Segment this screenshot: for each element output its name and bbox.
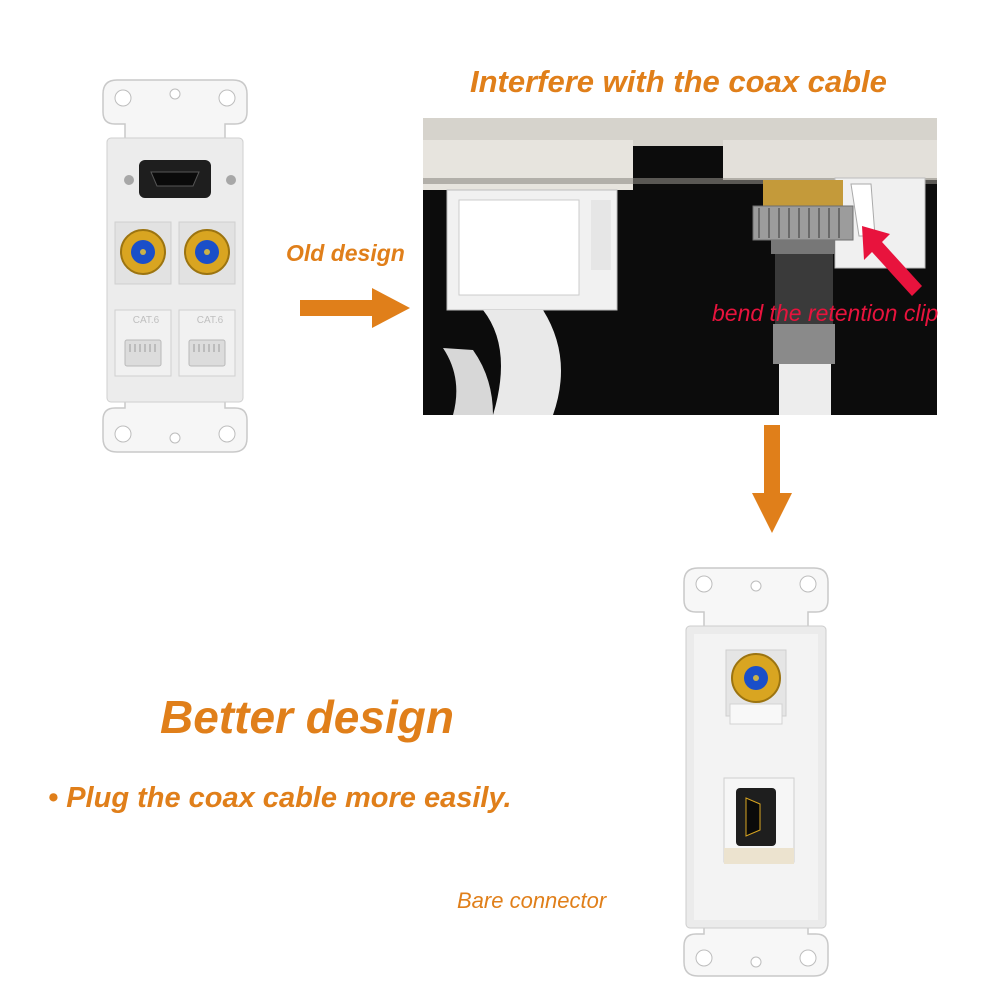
old-wall-plate-image bbox=[102, 79, 248, 453]
better-design-bullet: • Plug the coax cable more easily. bbox=[48, 782, 512, 814]
retention-clip-label: bend the retention clip bbox=[712, 300, 939, 326]
better-design-title: Better design bbox=[160, 691, 454, 743]
arrow-down-icon bbox=[752, 425, 792, 533]
red-pointer-arrow-icon bbox=[862, 226, 922, 296]
bare-connector-label: Bare connector bbox=[457, 888, 607, 913]
heading-old-design-issue: Interfere with the coax cable bbox=[470, 64, 887, 99]
jack-label-left: CAT.6 bbox=[132, 315, 160, 326]
new-wall-plate-image bbox=[683, 567, 829, 977]
arrow-right-icon bbox=[300, 288, 410, 328]
interference-photo bbox=[423, 118, 937, 415]
jack-label-right: CAT.6 bbox=[196, 315, 224, 326]
old-design-label: Old design bbox=[286, 240, 405, 266]
